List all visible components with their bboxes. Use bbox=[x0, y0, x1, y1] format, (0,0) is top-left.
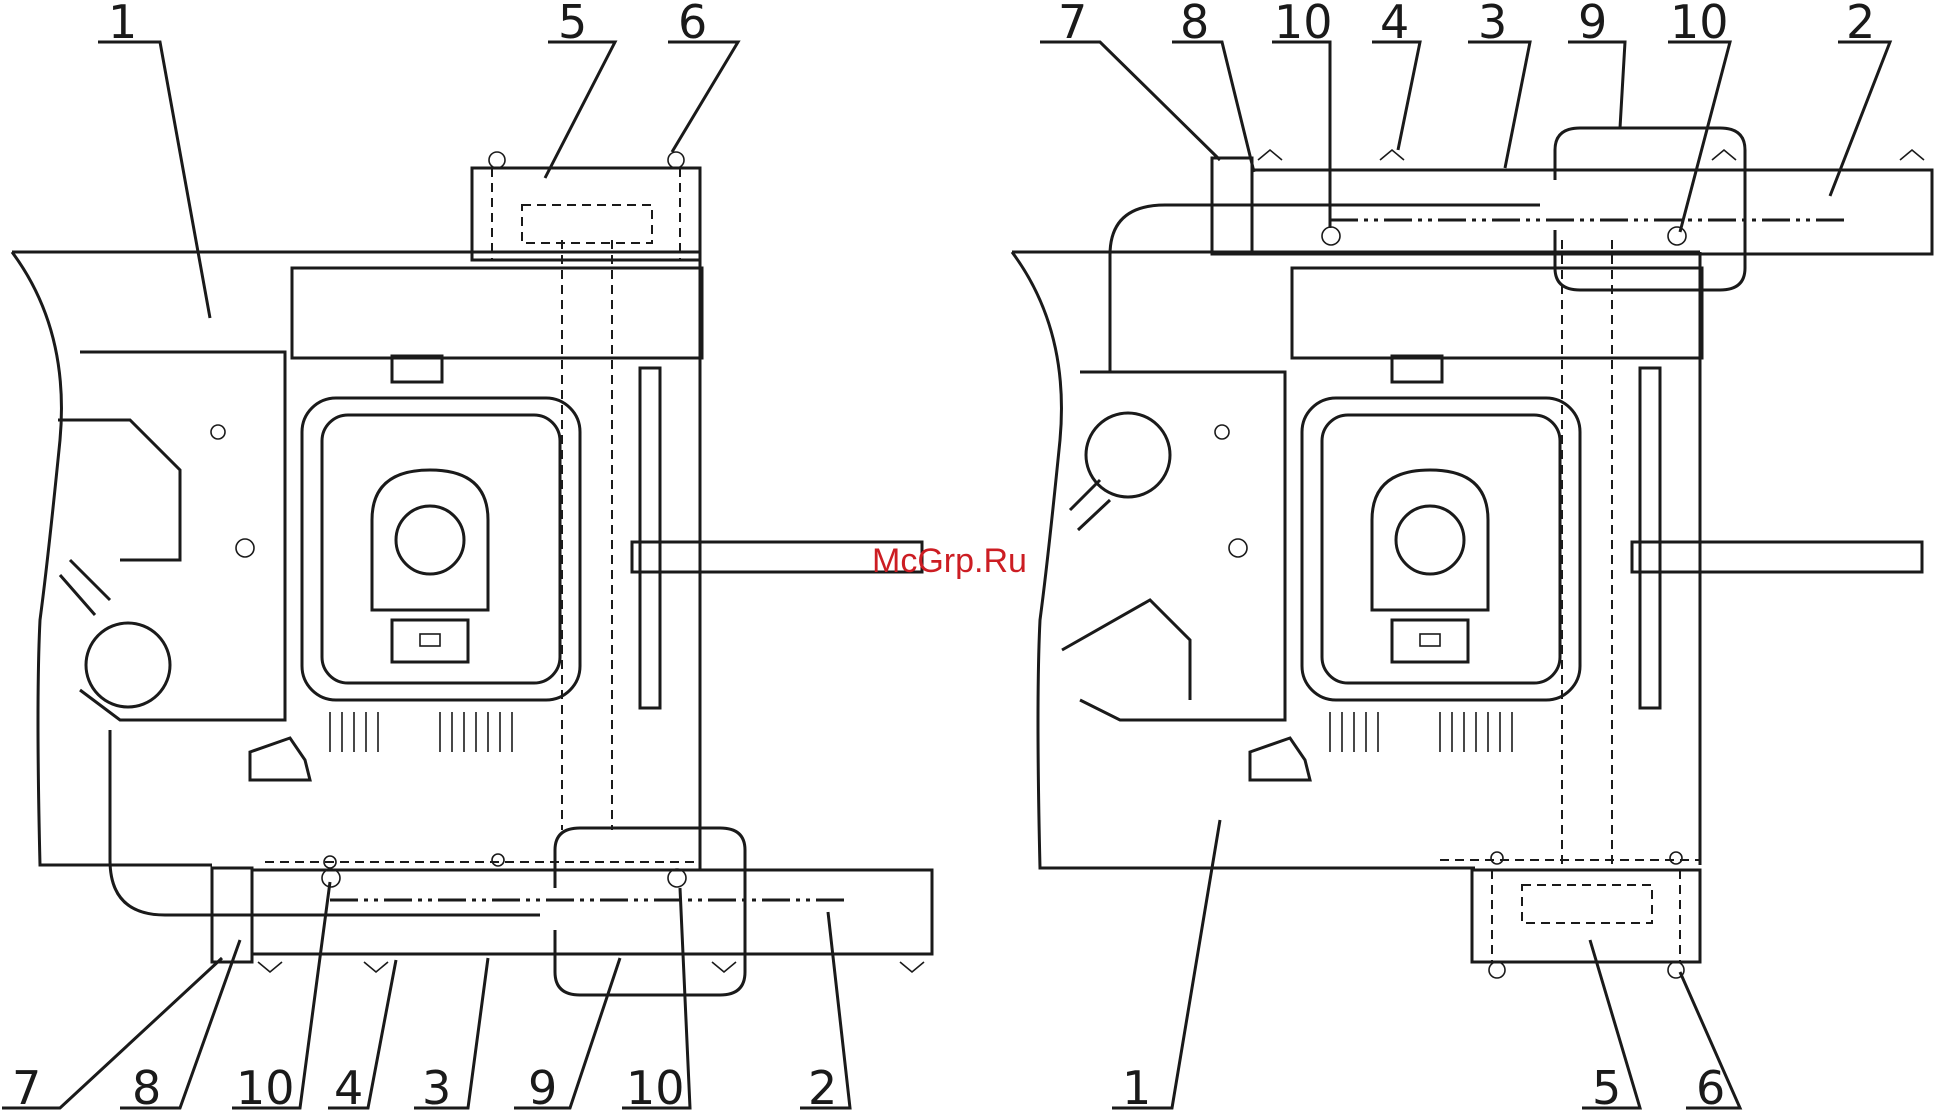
left-engine-plate bbox=[392, 620, 468, 662]
left-callout-3: 3 bbox=[422, 1061, 451, 1113]
right-engine-body bbox=[1302, 398, 1580, 700]
right-engine-housing bbox=[1372, 470, 1488, 610]
left-screw-b bbox=[236, 539, 254, 557]
right-round-cap bbox=[1086, 413, 1170, 497]
right-engine-plate-slot bbox=[1420, 634, 1440, 646]
right-screw-a bbox=[1215, 425, 1229, 439]
watermark-text: McGrp.Ru bbox=[872, 542, 1027, 580]
left-engine-cap bbox=[392, 356, 442, 382]
left-top-clamp bbox=[472, 168, 700, 260]
right-callout-10b: 10 bbox=[1670, 0, 1729, 49]
right-top-cover bbox=[1292, 268, 1702, 358]
right-callout-2: 2 bbox=[1846, 0, 1875, 49]
left-callout-9: 9 bbox=[528, 1061, 557, 1113]
left-callout-8: 8 bbox=[132, 1061, 161, 1113]
right-callout-10a: 10 bbox=[1274, 0, 1333, 49]
right-frame-outline bbox=[1012, 252, 1700, 868]
right-engine-inner bbox=[1322, 415, 1560, 683]
right-shaft bbox=[1632, 542, 1922, 572]
left-engine-plate-slot bbox=[420, 634, 440, 646]
right-clamp-slot bbox=[1522, 885, 1652, 923]
left-clamp-slot bbox=[522, 205, 652, 243]
left-fuel-pipe bbox=[110, 730, 540, 915]
right-callout-8: 8 bbox=[1180, 0, 1209, 49]
right-callout-3: 3 bbox=[1478, 0, 1507, 49]
right-callout-7: 7 bbox=[1058, 0, 1087, 49]
right-vertical-rail bbox=[1640, 368, 1660, 708]
right-engine-fins bbox=[1330, 712, 1512, 752]
left-top-cover bbox=[292, 268, 702, 358]
right-engine-plate bbox=[1392, 620, 1468, 662]
right-engine-cap bbox=[1392, 356, 1442, 382]
left-side-panel bbox=[80, 352, 285, 720]
left-engine-inner bbox=[322, 415, 560, 683]
left-callout-4: 4 bbox=[334, 1061, 363, 1113]
right-callout-4: 4 bbox=[1380, 0, 1409, 49]
right-callout-1: 1 bbox=[1122, 1061, 1151, 1113]
left-engine-body bbox=[302, 398, 580, 700]
left-bolts bbox=[322, 152, 686, 887]
left-callout-7: 7 bbox=[12, 1061, 41, 1113]
right-handle bbox=[1555, 128, 1745, 290]
left-callout-1: 1 bbox=[108, 0, 137, 49]
left-frame-outline bbox=[12, 252, 700, 870]
right-callout-5: 5 bbox=[1592, 1061, 1621, 1113]
left-round-cap bbox=[86, 623, 170, 707]
right-callout-9: 9 bbox=[1578, 0, 1607, 49]
left-engine-fins bbox=[330, 712, 512, 752]
right-side-detail bbox=[1062, 480, 1190, 700]
right-side-panel bbox=[1080, 372, 1285, 720]
left-callout-2: 2 bbox=[808, 1061, 837, 1113]
right-callout-6: 6 bbox=[1696, 1061, 1725, 1113]
left-engine-port bbox=[396, 506, 464, 574]
left-callout-10a: 10 bbox=[236, 1061, 295, 1113]
right-engine-port bbox=[1396, 506, 1464, 574]
left-screw-a bbox=[211, 425, 225, 439]
left-vertical-rail bbox=[640, 368, 660, 708]
right-bolts bbox=[1322, 227, 1686, 978]
left-side-detail bbox=[58, 420, 180, 615]
right-view: 7 8 10 4 3 9 10 2 1 5 6 bbox=[1012, 0, 1932, 1113]
right-screw-b bbox=[1229, 539, 1247, 557]
left-wing-nuts bbox=[258, 962, 924, 972]
left-view: 1 5 6 7 8 10 4 3 9 10 2 bbox=[2, 0, 932, 1113]
left-callout-5: 5 bbox=[558, 0, 587, 49]
left-handle bbox=[555, 828, 745, 995]
right-foot-pedal bbox=[1250, 738, 1310, 780]
left-callout-10b: 10 bbox=[626, 1061, 685, 1113]
left-engine-housing bbox=[372, 470, 488, 610]
left-callout-6: 6 bbox=[678, 0, 707, 49]
right-wing-nuts bbox=[1258, 150, 1924, 160]
right-bottom-clamp bbox=[1472, 870, 1700, 962]
left-foot-pedal bbox=[250, 738, 310, 780]
right-bar-tube bbox=[1252, 170, 1932, 254]
right-leaders bbox=[1040, 42, 1890, 1108]
